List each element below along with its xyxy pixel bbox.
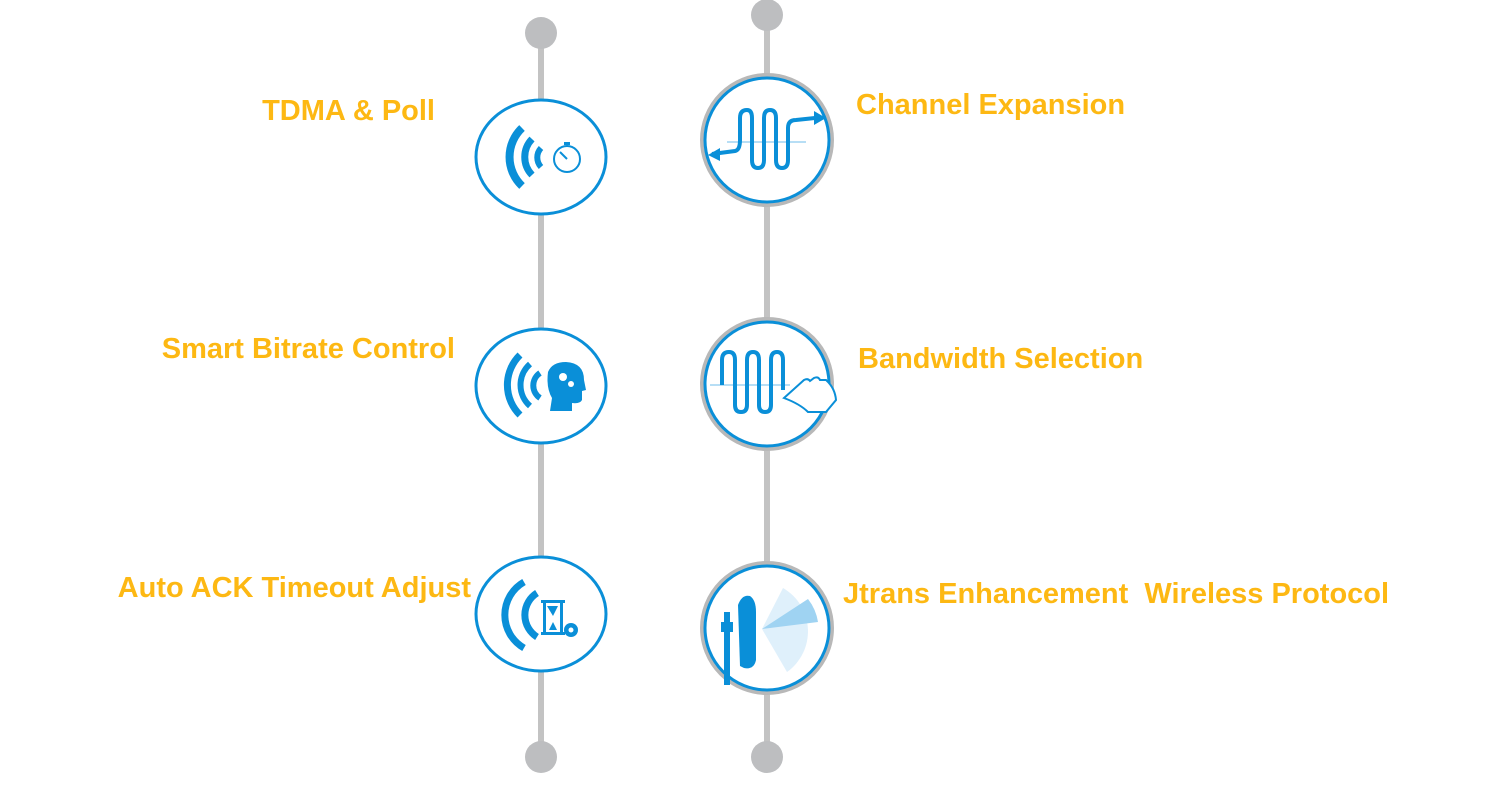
feature-label: Auto ACK Timeout Adjust — [118, 572, 472, 604]
right-rail-bottom-knob — [751, 741, 783, 773]
wifi-stopwatch-icon — [505, 125, 581, 189]
wave-expand-arrows-icon — [708, 107, 826, 171]
feature-label: Bandwidth Selection — [858, 343, 1143, 375]
feature-node-jtrans-protocol: Jtrans Enhancement Wireless Protocol — [700, 561, 1389, 695]
wifi-brain-gears-icon — [503, 352, 586, 418]
feature-node-channel-expansion: Channel Expansion — [700, 73, 1125, 207]
feature-label: Channel Expansion — [856, 89, 1125, 121]
feature-node-bandwidth-selection: Bandwidth Selection — [700, 317, 1143, 451]
feature-label: TDMA & Poll — [262, 95, 435, 127]
wifi-hourglass-gear-icon — [501, 578, 578, 652]
left-rail-bottom-knob — [525, 741, 557, 773]
right-rail-top-knob — [751, 0, 783, 31]
wave-hand-select-icon — [710, 349, 838, 415]
feature-node-auto-ack: Auto ACK Timeout Adjust — [118, 555, 608, 673]
feature-node-tdma-poll: TDMA & Poll — [262, 95, 608, 216]
feature-node-smart-bitrate: Smart Bitrate Control — [162, 327, 608, 445]
feature-label: Jtrans Enhancement Wireless Protocol — [843, 578, 1389, 610]
left-rail-top-knob — [525, 17, 557, 49]
antenna-beam-icon — [721, 588, 818, 685]
feature-label: Smart Bitrate Control — [162, 333, 455, 365]
